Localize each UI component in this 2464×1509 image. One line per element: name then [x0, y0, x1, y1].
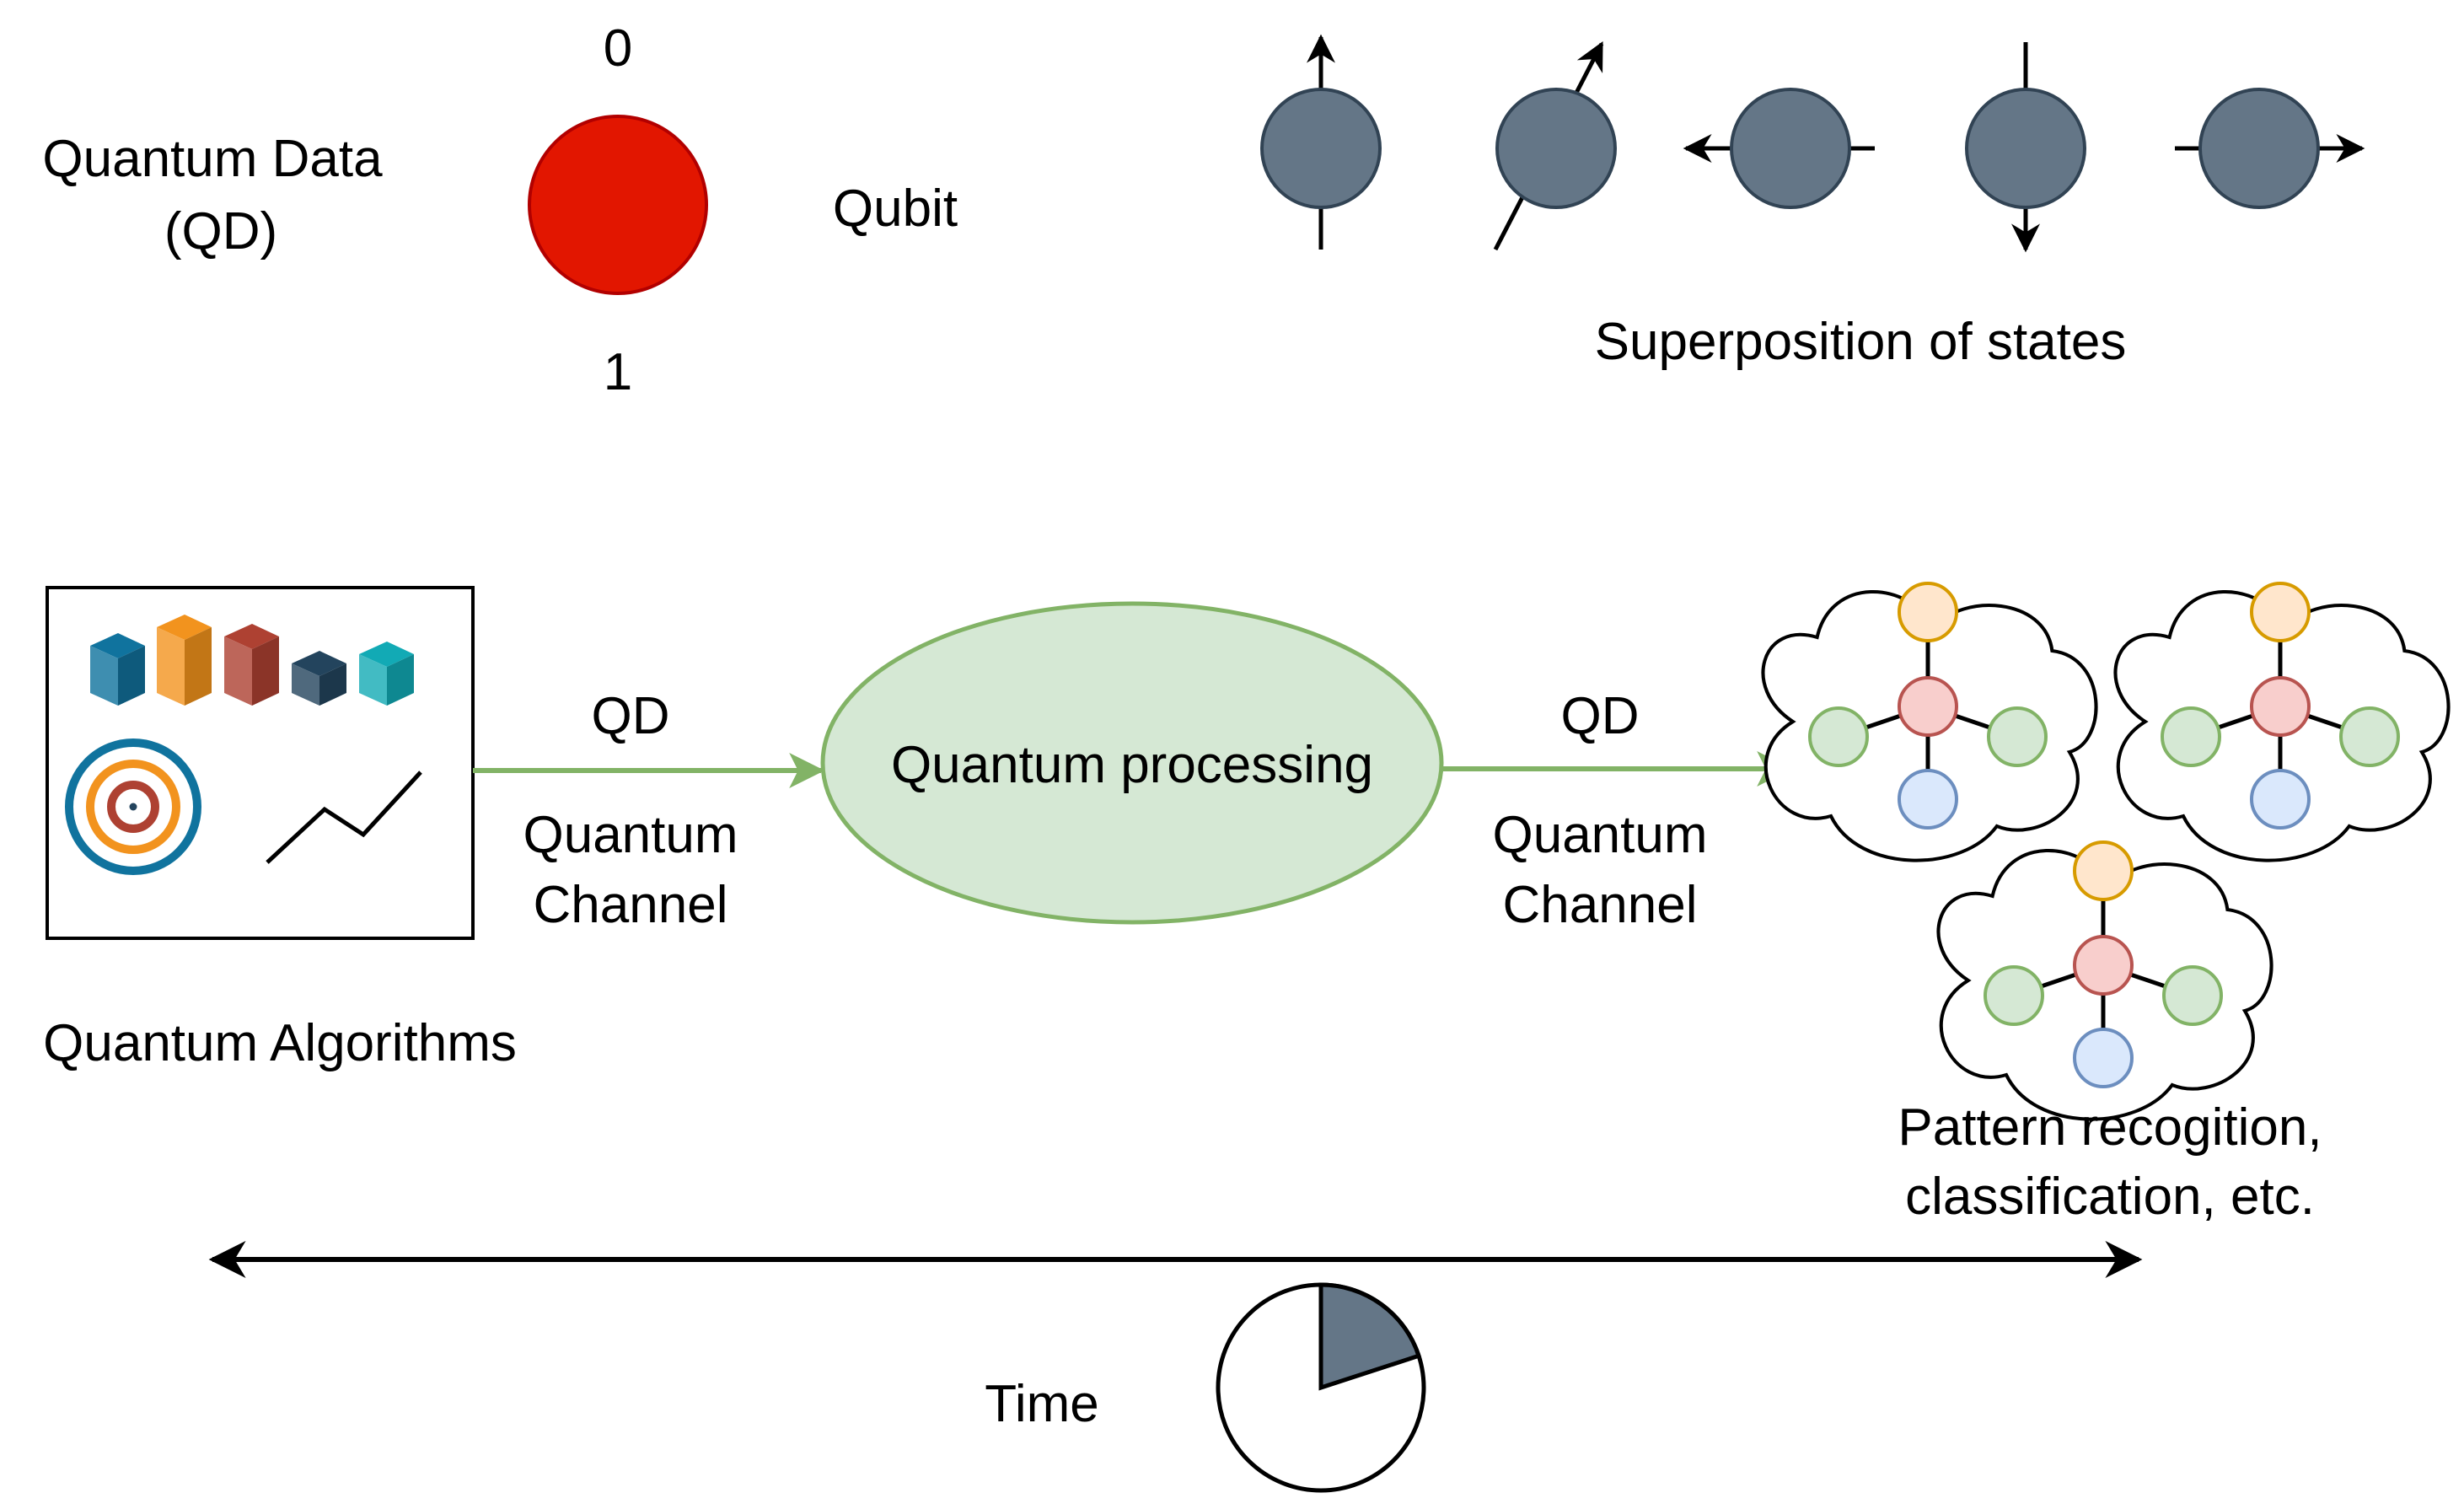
graph-node-top — [2250, 582, 2311, 642]
graph-node-top — [1898, 582, 1958, 642]
time-clock-icon — [1216, 1282, 1426, 1493]
channel-in-qd-label: QD — [592, 687, 670, 745]
spin-up-icon — [1260, 34, 1382, 250]
quantum-data-title-line2: (QD) — [164, 202, 277, 260]
output-label-line2: classification, etc. — [1905, 1168, 2315, 1226]
channel-out-qd-label: QD — [1561, 687, 1640, 745]
graph-node-hub — [1898, 676, 1958, 737]
state-zero-label: 0 — [604, 19, 632, 78]
output-clouds — [1763, 582, 2449, 1120]
quantum-processing-label: Quantum processing — [891, 736, 1373, 794]
algorithms-label: Quantum Algorithms — [43, 1014, 517, 1072]
graph-node-right — [2162, 965, 2223, 1026]
algorithms-box — [46, 586, 475, 940]
graph-node-top — [2073, 840, 2134, 901]
superposition-label: Superposition of states — [1595, 313, 2127, 371]
channel-in-label-line1: Quantum — [523, 806, 738, 864]
quantum-data-title: Quantum Data (QD) — [42, 130, 383, 260]
graph-node-bottom — [2250, 769, 2311, 830]
graph-node-left — [1808, 706, 1869, 767]
graph-node-left — [2161, 706, 2221, 767]
spin-right-icon — [2175, 88, 2365, 209]
time-label: Time — [985, 1375, 1098, 1433]
cloud-network-icon — [1939, 840, 2272, 1120]
line-chart-icon — [266, 771, 422, 864]
state-one-label: 1 — [604, 343, 632, 401]
channel-out-label-line1: Quantum — [1492, 806, 1707, 864]
spin-up-right-icon — [1493, 40, 1617, 251]
output-label-line1: Pattern recogition, — [1898, 1098, 2322, 1157]
qubit-icon — [528, 115, 708, 295]
channel-in-label-line2: Channel — [534, 876, 728, 934]
time-elapsed-slice — [1318, 1282, 1422, 1391]
graph-node-hub — [2250, 676, 2311, 737]
bar-cubes-icon — [90, 615, 414, 706]
cloud-network-icon — [2116, 582, 2449, 861]
graph-node-bottom — [1898, 769, 1958, 830]
channel-out-label-line2: Channel — [1503, 876, 1698, 934]
graph-node-right — [1987, 706, 2048, 767]
spin-down-icon — [1965, 42, 2086, 253]
target-icon — [65, 738, 201, 875]
graph-node-bottom — [2073, 1028, 2134, 1088]
spin-left-icon — [1683, 88, 1875, 209]
graph-node-left — [1984, 965, 2044, 1026]
qubit-label: Qubit — [833, 180, 958, 238]
quantum-processing-node: Quantum processing — [820, 601, 1444, 925]
cloud-network-icon — [1763, 582, 2096, 861]
quantum-data-title-line1: Quantum Data — [42, 130, 383, 188]
graph-node-hub — [2073, 935, 2134, 996]
graph-node-right — [2339, 706, 2400, 767]
